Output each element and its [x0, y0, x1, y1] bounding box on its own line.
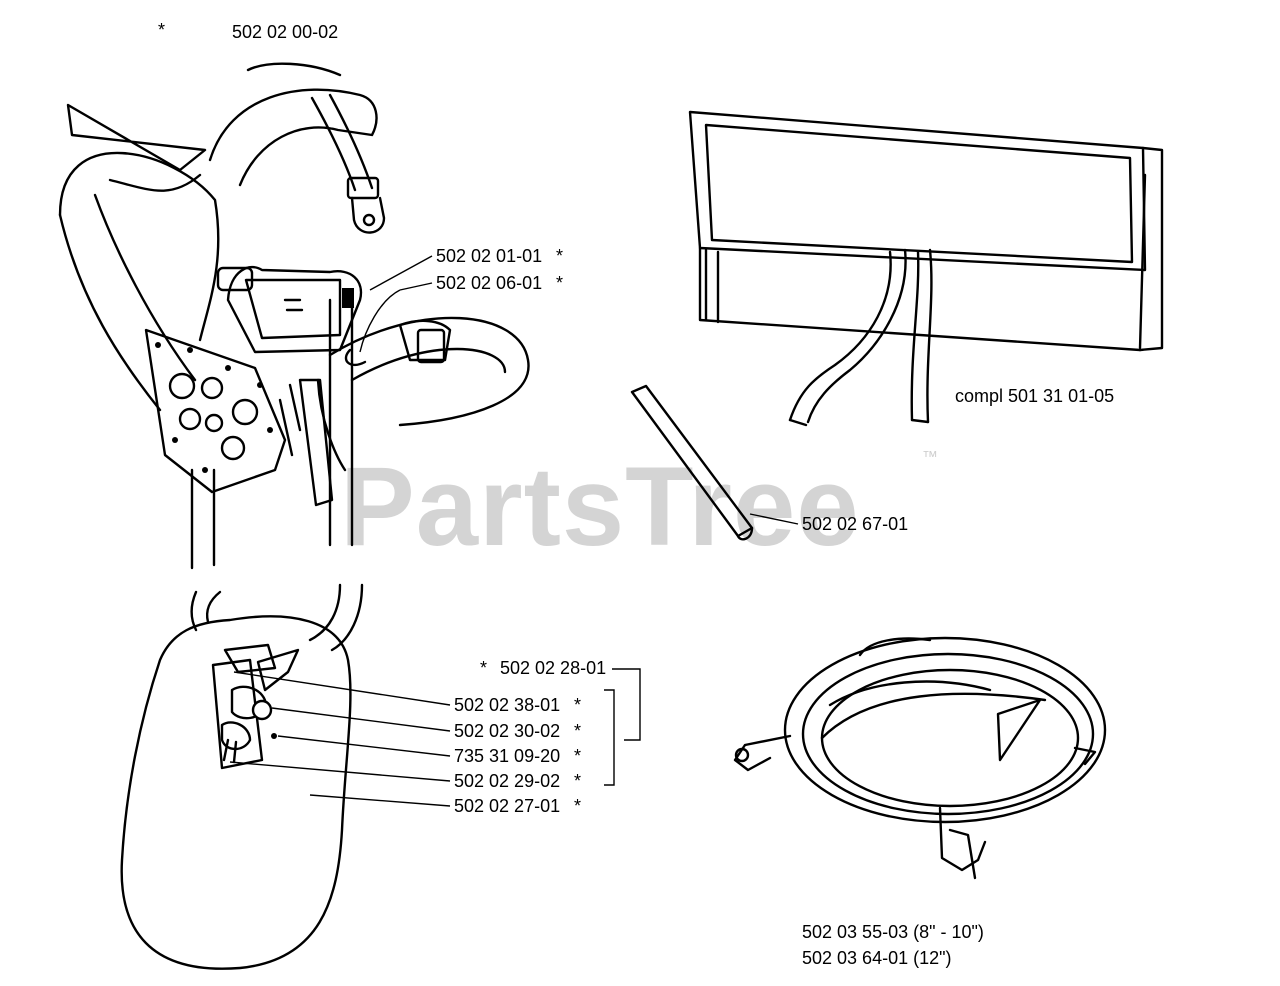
- pad-group-bracket-inner: [604, 689, 615, 786]
- pad-part-3-leader: [277, 735, 451, 757]
- harness-star: *: [158, 20, 165, 40]
- harness-part-label: 502 02 00-02: [232, 22, 338, 42]
- harness-drawing: [58, 62, 530, 570]
- pad-part-2-label: 502 02 30-02: [454, 721, 560, 741]
- pad-part-2-star: *: [574, 721, 581, 741]
- guard-part-2-label: 502 03 64-01 (12"): [802, 948, 952, 968]
- pad-part-3-label: 735 31 09-20: [454, 746, 560, 766]
- blade-guard-drawing: [733, 636, 1107, 880]
- pad-part-1-label: 502 02 38-01: [454, 695, 560, 715]
- hook-part-1-label: 502 02 01-01: [436, 246, 542, 266]
- carry-bag-drawing: [630, 110, 1164, 541]
- watermark-text: PartsTree: [340, 444, 860, 569]
- pad-part-4-leader: [229, 761, 451, 782]
- pad-part-5-leader: [309, 794, 451, 807]
- hook-part-1-leader: [369, 255, 433, 291]
- pad-part-4-star: *: [574, 771, 581, 791]
- pad-part-1-leader: [233, 671, 451, 706]
- hook-part-2-leader: [399, 282, 433, 291]
- hook-part-2-star: *: [556, 273, 563, 293]
- hook-part-2-label: 502 02 06-01: [436, 273, 542, 293]
- pad-group-star: *: [480, 658, 487, 678]
- rod-leader: [749, 513, 799, 525]
- guard-part-1-label: 502 03 55-03 (8" - 10"): [802, 922, 984, 942]
- pad-part-4-label: 502 02 29-02: [454, 771, 560, 791]
- pad-part-5-star: *: [574, 796, 581, 816]
- pad-group-bracket-outer: [612, 668, 641, 741]
- pad-part-3-star: *: [574, 746, 581, 766]
- pad-part-1-star: *: [574, 695, 581, 715]
- rod-part-label: 502 02 67-01: [802, 514, 908, 534]
- hook-part-1-star: *: [556, 246, 563, 266]
- bag-complete-label: compl 501 31 01-05: [955, 386, 1114, 406]
- pad-part-5-label: 502 02 27-01: [454, 796, 560, 816]
- watermark-trademark: ™: [922, 449, 938, 466]
- pad-group-label: 502 02 28-01: [500, 658, 606, 678]
- hip-pad-drawing: [120, 583, 364, 970]
- pad-part-2-leader: [271, 707, 451, 732]
